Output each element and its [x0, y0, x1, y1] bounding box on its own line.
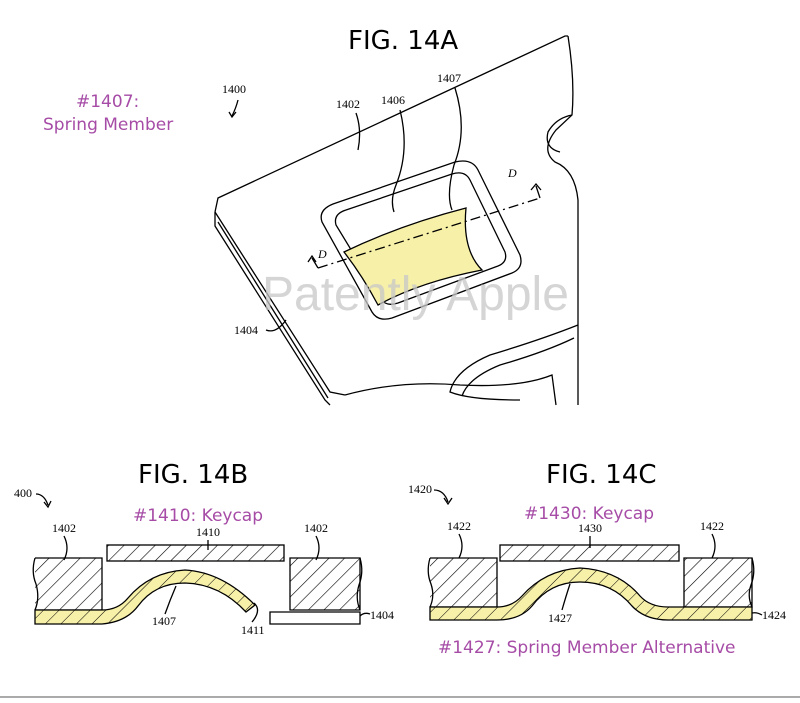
base-1404 — [269, 611, 361, 625]
leader-1427 — [561, 583, 571, 611]
ref-1407: 1407 — [437, 71, 461, 85]
leader-1411 — [251, 602, 259, 623]
fig14a-callout-text: Spring Member — [43, 115, 173, 135]
plate-notch-lower-inner — [461, 337, 575, 397]
spring-member-1407 — [342, 207, 484, 306]
leader-1400 — [231, 99, 239, 117]
frame-left — [430, 557, 498, 608]
leader-1407b — [164, 585, 177, 615]
fig14c-bottom-callout: #1427: Spring Member Alternative — [438, 638, 736, 658]
watermark: Patently Apple — [262, 268, 569, 321]
ref-d-left: D — [317, 247, 327, 261]
ref-1420: 1420 — [408, 482, 432, 496]
fig14b: FIG. 14B #1410: Keycap 400 1402 1410 140… — [14, 460, 394, 637]
spring-member-1427 — [429, 567, 753, 621]
plate-top-edge — [214, 35, 568, 213]
ref-1430: 1430 — [578, 521, 602, 535]
ref-1404: 1404 — [234, 323, 258, 337]
leader-1424 — [751, 612, 763, 616]
fig14b-callout: #1410: Keycap — [133, 506, 263, 526]
frame-right-break — [748, 557, 755, 608]
ref-1422-right: 1422 — [700, 519, 724, 533]
arrowhead-1400 — [228, 111, 237, 119]
arrowhead-400 — [43, 500, 52, 509]
keycap-1410 — [106, 544, 285, 562]
frame-right — [683, 557, 753, 608]
recess — [320, 160, 522, 320]
frame-right — [289, 557, 361, 611]
spring-member-1407 — [34, 569, 256, 625]
frame-right-break — [356, 557, 363, 611]
ref-1406: 1406 — [381, 93, 405, 107]
ref-1404b: 1404 — [370, 608, 394, 622]
plate-notch-upper — [546, 114, 573, 153]
leader-1404 — [265, 319, 287, 332]
section-arrow-left — [307, 254, 317, 263]
fig14b-title: FIG. 14B — [138, 460, 248, 490]
plate-left-edge — [214, 211, 346, 396]
fig14a: FIG. 14A #1407: Spring Member 1400 — [43, 26, 579, 406]
plate-notch-lower — [449, 324, 579, 401]
fig14c-title: FIG. 14C — [546, 460, 657, 490]
ref-1400: 1400 — [222, 82, 246, 96]
fig14c: FIG. 14C #1430: Keycap 1420 1422 1430 14… — [408, 460, 786, 658]
leader-1407 — [448, 87, 462, 211]
plate-bottom-edge — [344, 374, 557, 406]
plate-left-face — [214, 212, 331, 406]
arrowhead-1420 — [443, 497, 453, 506]
section-arrow-right — [530, 182, 542, 191]
leader-1402 — [355, 112, 361, 151]
leader-1422-left — [458, 533, 463, 559]
ref-1402-left: 1402 — [52, 521, 76, 535]
plate-left-inner-edge — [217, 221, 329, 399]
ref-1427: 1427 — [548, 611, 572, 625]
ref-400: 400 — [14, 486, 32, 500]
leader-1406 — [391, 109, 405, 213]
ref-1422-left: 1422 — [447, 519, 471, 533]
ref-1407b: 1407 — [152, 614, 176, 628]
leader-1420 — [433, 489, 449, 503]
recess-outer — [320, 160, 522, 320]
frame-left-break — [427, 557, 434, 608]
frame-left — [35, 557, 103, 611]
frame-left-break — [32, 557, 39, 611]
ref-1402: 1402 — [336, 97, 360, 111]
fig14a-callout-number: #1407: — [76, 92, 139, 112]
ref-1402-right: 1402 — [304, 521, 328, 535]
leader-400 — [35, 493, 49, 506]
section-ticks — [311, 185, 541, 269]
plate-right-edge — [547, 35, 579, 405]
recess-inner — [334, 172, 507, 305]
ref-1424: 1424 — [762, 608, 786, 622]
leader-1404b — [359, 612, 371, 617]
leader-1422-right — [711, 533, 716, 559]
ref-d-right: D — [507, 166, 517, 180]
leader-1402-left — [63, 535, 68, 561]
ref-1410: 1410 — [196, 525, 220, 539]
leader-1402-right — [315, 535, 320, 561]
ref-1411: 1411 — [241, 623, 265, 637]
fig14c-callout: #1430: Keycap — [524, 504, 654, 524]
fig14a-title: FIG. 14A — [348, 26, 458, 56]
plate-perspective — [214, 35, 579, 406]
